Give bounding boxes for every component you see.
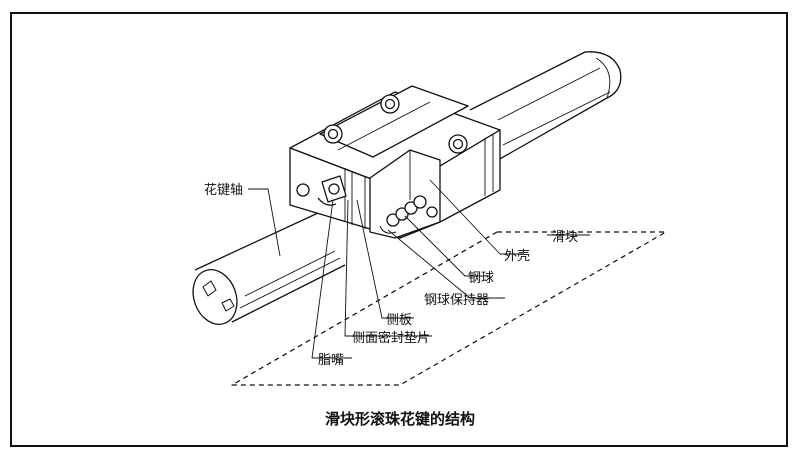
grease-nipple [317,175,347,206]
spline-shaft-rear [469,51,622,161]
steel-balls [379,195,427,234]
label-ball-retainer: 钢球保持器 [424,293,489,308]
shaft-end-face [192,269,238,325]
slider-block [289,85,501,239]
label-steel-ball: 钢球 [468,271,494,286]
leader-lines [248,179,590,359]
slider-dashed-outline [231,231,667,386]
label-side-seal: 侧面密封垫片 [352,330,430,346]
label-side-plate: 侧板 [386,313,412,328]
label-slider: 滑块 [552,230,578,245]
label-outer-shell: 外壳 [504,249,530,264]
diagram-frame [10,12,788,447]
label-spline-shaft: 花键轴 [204,182,243,198]
figure-caption: 滑块形滚珠花键的结构 [325,410,475,428]
label-grease-nipple: 脂嘴 [318,353,344,368]
spline-shaft-front [194,212,346,323]
